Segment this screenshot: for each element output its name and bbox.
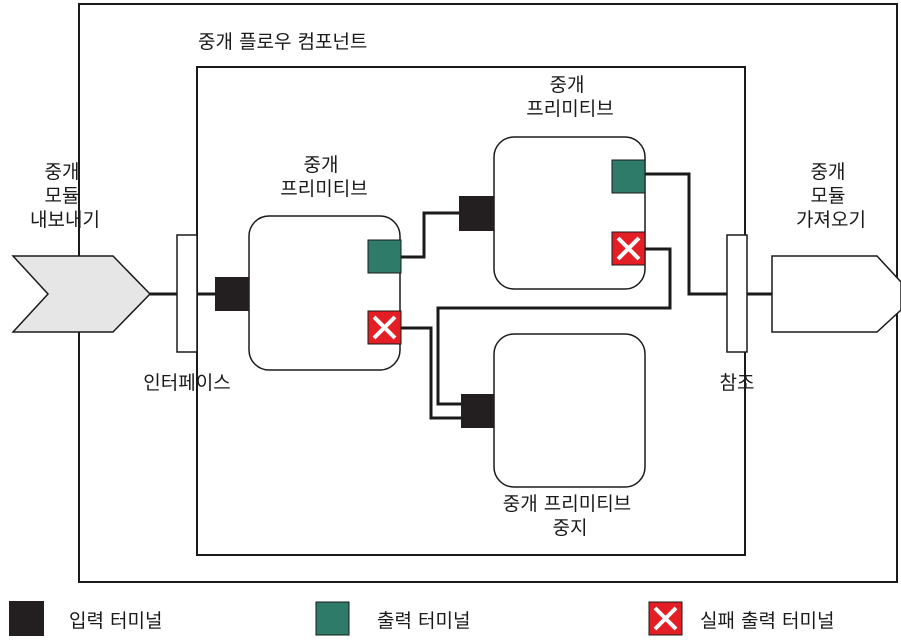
stop-primitive-label: 중개 프리미티브 중지 xyxy=(503,493,637,539)
legend-fail-label: 실패 출력 터미널 xyxy=(700,610,834,632)
legend-fail-swatch xyxy=(648,601,683,636)
export-label: 중개 모듈 내보내기 xyxy=(30,161,100,231)
primitive-2-output-terminal xyxy=(611,159,646,194)
import-shape xyxy=(771,255,901,333)
primitive-1-fail-terminal xyxy=(367,310,402,345)
primitive-1-input-terminal xyxy=(215,277,249,311)
export-shape xyxy=(11,255,152,333)
interface-bar xyxy=(176,234,198,353)
primitive-1-label: 중개 프리미티브 xyxy=(280,154,367,200)
reference-bar xyxy=(726,234,748,353)
primitive-1-output-terminal xyxy=(367,239,402,274)
legend-input-label: 입력 터미널 xyxy=(69,610,162,632)
interface-label: 인터페이스 xyxy=(143,372,230,394)
legend-output-label: 출력 터미널 xyxy=(377,610,470,632)
legend-output-swatch xyxy=(315,601,350,636)
primitive-2-label: 중개 프리미티브 xyxy=(526,74,613,120)
legend: 입력 터미널 출력 터미널 실패 출력 터미널 xyxy=(9,601,834,636)
primitive-1 xyxy=(248,215,401,371)
flow-component-label: 중개 플로우 컴포넌트 xyxy=(198,31,367,53)
stop-primitive xyxy=(493,333,646,488)
import-label: 중개 모듈 가져오기 xyxy=(796,161,866,231)
stop-primitive-input-terminal xyxy=(461,394,494,428)
legend-input-swatch xyxy=(9,601,44,636)
connectors xyxy=(150,172,772,420)
primitive-2-fail-terminal xyxy=(611,231,646,266)
reference-label: 참조 xyxy=(720,372,755,394)
primitive-2-input-terminal xyxy=(459,196,494,231)
